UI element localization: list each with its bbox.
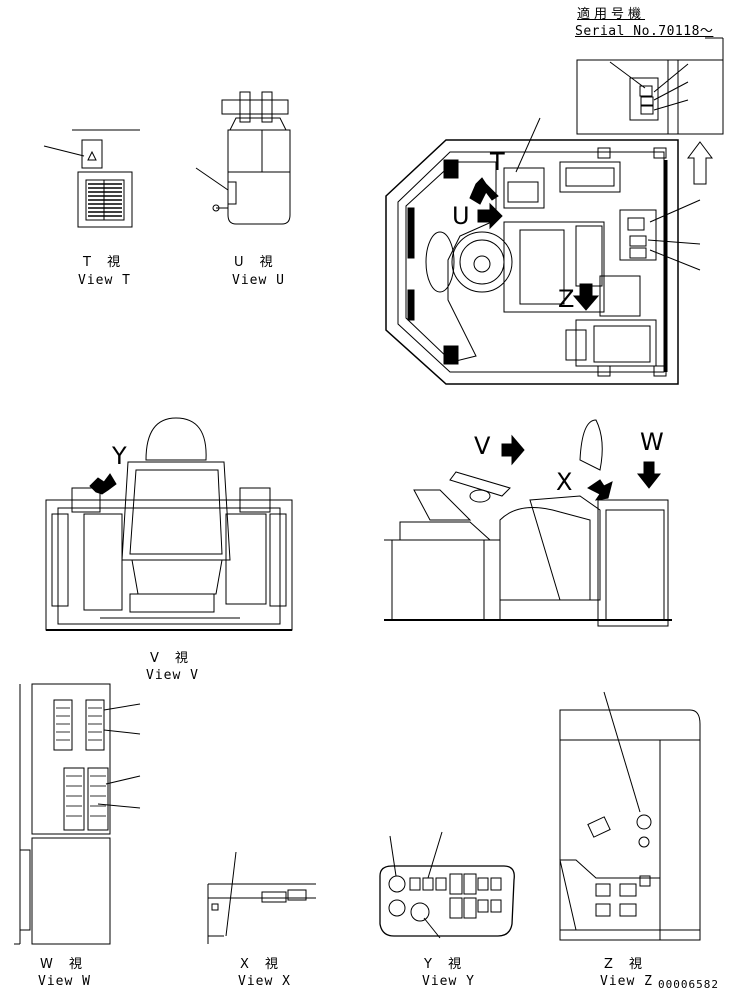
view-t-en: View T [78,273,131,288]
arrow-v-icon [501,434,525,466]
view-v-en: View V [146,668,199,683]
view-v-jp: V 視 [150,651,195,666]
side-perspective-drawing [384,419,672,627]
view-y-jp: Y 視 [424,957,468,972]
rear-perspective-drawing [45,417,293,631]
view-t-drawing [43,129,140,228]
direction-arrow-icon [687,141,713,185]
arrow-z-icon [572,283,600,311]
serial-applicable-jp: 適用号機 [577,7,646,22]
view-x-drawing [207,851,316,944]
view-z-drawing [559,691,701,941]
view-z-jp: Z 視 [604,957,649,972]
view-y-drawing [379,831,515,939]
view-u-jp: U 視 [234,255,279,270]
view-w-jp: W 視 [40,957,88,972]
letter-t: T [490,148,505,176]
arrow-w-icon [636,461,662,489]
view-x-jp: X 視 [240,957,285,972]
letter-y: Y [112,442,127,470]
serial-inset [576,37,724,135]
arrow-u-icon [477,202,503,230]
letter-u: U [452,202,470,230]
arrow-x-icon [587,479,613,501]
view-z-en: View Z [600,974,653,989]
letter-w: W [640,428,664,456]
letter-x: X [556,468,573,496]
arrow-t-icon [469,177,499,205]
view-x-en: View X [238,974,291,989]
letter-v: V [474,432,491,460]
view-w-en: View W [38,974,91,989]
document-number: 00006582 [658,978,719,991]
view-w-drawing [14,683,141,945]
view-y-en: View Y [422,974,475,989]
letter-z: Z [558,285,575,313]
cab-plan-drawing [385,117,701,385]
view-t-jp: T 視 [83,255,127,270]
serial-number: Serial No.70118～ [575,24,714,39]
view-u-drawing [195,91,291,225]
arrow-y-icon [89,473,117,495]
view-u-en: View U [232,273,285,288]
